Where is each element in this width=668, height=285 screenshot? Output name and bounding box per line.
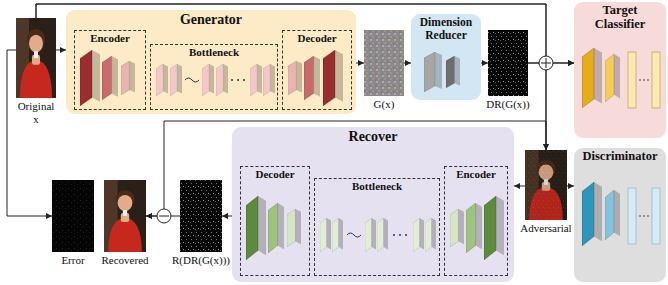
- conv-layer: [605, 54, 620, 102]
- adversarial-noise: [525, 150, 567, 220]
- minus-bar: [159, 216, 169, 217]
- res-layer: [377, 218, 388, 252]
- ellipsis-dot: [399, 234, 401, 236]
- res-layer: [216, 64, 228, 96]
- adversarial-image: [525, 150, 567, 220]
- caption-box: Error: [50, 254, 96, 267]
- recovered-perturbation-image: [180, 180, 222, 252]
- image-caption: G(x): [354, 98, 414, 111]
- plus-symbol: [539, 56, 553, 70]
- recover-panel: RecoverDecoderBottleneck Encoder: [232, 127, 514, 282]
- ellipsis-dot: [237, 79, 239, 81]
- conv-layer: [121, 61, 135, 95]
- deconv-layer: [288, 61, 302, 95]
- recovered-image: [104, 180, 146, 252]
- deconv-layer: [323, 50, 343, 106]
- caption-box: Original x: [15, 100, 57, 125]
- flow-arrow: [481, 63, 488, 64]
- image-caption: Recovered: [95, 254, 155, 267]
- block-label: Decoder: [283, 31, 351, 45]
- fc-layer: [628, 52, 636, 108]
- flow-arrow: [404, 63, 411, 64]
- original-image: [16, 18, 56, 98]
- image-caption: Adversarial: [516, 222, 576, 235]
- conv-layer: [450, 209, 464, 247]
- recover-bottleneck-layers: [320, 218, 436, 252]
- fc-layer: [628, 188, 636, 244]
- ellipsis-dot: [643, 79, 645, 81]
- caption-box: R(DR(G(x))): [166, 254, 236, 267]
- panel-title: Recover: [232, 127, 514, 144]
- res-layer: [170, 64, 182, 96]
- conv-layer: [605, 190, 620, 240]
- res-layer: [413, 218, 424, 252]
- block-label: Encoder: [445, 167, 507, 181]
- flow-arrow: [567, 186, 574, 187]
- caption-box: Recovered: [95, 254, 155, 267]
- panel-title: Dimension Reducer: [411, 14, 481, 41]
- block-label: Bottleneck: [151, 45, 277, 59]
- conv-layer: [582, 182, 602, 246]
- res-layer: [250, 64, 262, 96]
- conv-layer: [102, 56, 118, 100]
- deconv-layer: [287, 209, 301, 247]
- deconv-layer: [246, 196, 266, 260]
- deconv-layer: [268, 203, 284, 253]
- res-layer: [263, 64, 275, 96]
- plus-bar: [546, 58, 547, 68]
- image-caption: DR(G(x)): [478, 98, 538, 111]
- ellipsis-dot: [243, 79, 245, 81]
- ellipsis-dot: [639, 215, 641, 217]
- error-image: [52, 180, 94, 252]
- ellipsis-dot: [393, 234, 395, 236]
- conv-layer: [582, 48, 602, 108]
- minus-symbol: [157, 209, 171, 223]
- conv-layer: [424, 52, 442, 92]
- res-layer: [320, 218, 331, 252]
- panel-title: Target Classifier: [574, 2, 666, 32]
- reduced-perturbation-image: [488, 30, 528, 96]
- caption-box: G(x): [354, 98, 414, 111]
- flow-arrow: [7, 50, 52, 216]
- flow-arrow: [56, 50, 66, 51]
- ellipsis-dot: [643, 215, 645, 217]
- res-layer: [332, 218, 343, 252]
- image-caption: R(DR(G(x))): [166, 254, 236, 267]
- res-layer: [156, 64, 168, 96]
- flow-arrow: [528, 63, 546, 150]
- ellipsis-dot: [405, 234, 407, 236]
- panel-title: Discriminator: [574, 148, 666, 164]
- deconv-layer: [304, 56, 320, 100]
- perturbation-image: [364, 30, 404, 96]
- caption-box: DR(G(x)): [478, 98, 538, 111]
- flow-arrow: [528, 63, 574, 64]
- ellipsis-dot: [647, 79, 649, 81]
- image-caption: Error: [50, 254, 96, 267]
- conv-layer: [484, 196, 504, 260]
- conv-layer: [446, 56, 460, 88]
- image-caption: Original x: [15, 100, 57, 125]
- res-layer: [425, 218, 436, 252]
- panel-title: Generator: [66, 10, 356, 27]
- fc-layer: [652, 188, 660, 244]
- ellipsis-dot: [231, 79, 233, 81]
- conv-layer: [466, 203, 482, 253]
- ellipsis-dot: [639, 79, 641, 81]
- res-layer: [365, 218, 376, 252]
- minus-circle: [157, 209, 171, 223]
- res-layer: [202, 64, 214, 96]
- conv-layer: [80, 50, 100, 106]
- ellipsis-dot: [647, 215, 649, 217]
- flow-arrow: [222, 216, 232, 217]
- plus-circle: [539, 56, 553, 70]
- flow-arrow: [356, 63, 364, 64]
- block-label: Decoder: [241, 167, 309, 181]
- fc-layer: [652, 52, 660, 108]
- flow-arrow: [514, 186, 525, 187]
- block-label: Bottleneck: [315, 179, 439, 193]
- block-label: Encoder: [75, 31, 145, 45]
- caption-box: Adversarial: [516, 222, 576, 235]
